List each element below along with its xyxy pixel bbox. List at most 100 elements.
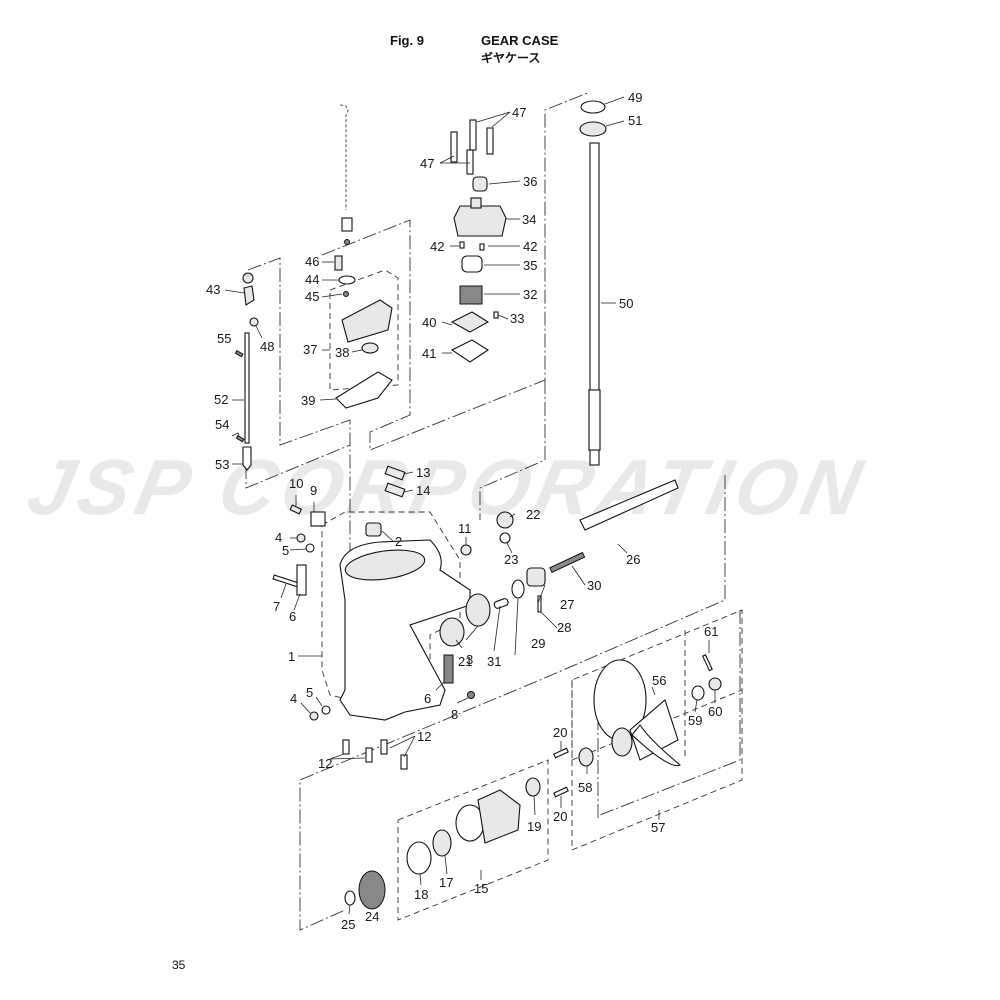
washer-45-part (343, 291, 349, 297)
callout-27: 27 (560, 597, 574, 612)
propshaft-boundary (299, 475, 726, 931)
callout-60: 60 (708, 704, 722, 719)
callout-61: 61 (704, 624, 718, 639)
coupler-part (341, 217, 353, 232)
callout-29: 29 (531, 636, 545, 651)
pinion-22-part (496, 511, 514, 529)
gear-case-1-part (339, 539, 471, 721)
callout-5: 5 (282, 543, 289, 558)
connector-53-part (242, 446, 252, 471)
callout-22: 22 (526, 507, 540, 522)
callout-46: 46 (305, 254, 319, 269)
pump-boundary (321, 91, 591, 451)
callout-1: 1 (288, 649, 295, 664)
key-13-part (384, 465, 406, 481)
washer-5a-part (305, 543, 315, 553)
callout-54: 54 (215, 417, 229, 432)
shift-rod-boundary (247, 257, 351, 670)
nut-part (242, 272, 254, 284)
housing-37-box (329, 269, 399, 391)
callout-31: 31 (487, 654, 501, 669)
callout-53: 53 (215, 457, 229, 472)
housing-15-part (455, 789, 521, 844)
pump-housing-34-part (453, 205, 507, 237)
page-number: 35 (172, 958, 186, 972)
anode-9-part (310, 511, 326, 527)
callout-39: 39 (301, 393, 315, 408)
plate-40-part (450, 311, 490, 333)
bolt-48-part (249, 317, 259, 327)
gasket-39-part (335, 371, 393, 409)
callout-55: 55 (217, 331, 231, 346)
bearing-17-part (432, 829, 452, 857)
callout-19: 19 (527, 819, 541, 834)
figure-title-japanese: ギヤケース (481, 51, 541, 65)
callout-49: 49 (628, 90, 642, 105)
cover-6a-part (296, 564, 307, 596)
callout-43: 43 (206, 282, 220, 297)
callout-12: 12 (318, 756, 332, 771)
bolt-46-part (334, 255, 343, 271)
callout-30: 30 (587, 578, 601, 593)
nut-23-part (499, 532, 511, 544)
callout-4: 4 (275, 530, 282, 545)
figure-number: Fig. 9 (390, 33, 424, 48)
plug-8-part (467, 691, 475, 699)
callout-17: 17 (439, 875, 453, 890)
callout-15: 15 (474, 881, 488, 896)
callout-34: 34 (522, 212, 536, 227)
gasket-41-part (450, 339, 490, 363)
bush-2-part (365, 522, 382, 537)
callout-47: 47 (420, 156, 434, 171)
plate-44-part (338, 275, 356, 285)
bolts-12-part (342, 739, 408, 770)
callout-33: 33 (510, 311, 524, 326)
callout-32: 32 (523, 287, 537, 302)
key-33-part (493, 311, 499, 319)
bolt-20a-part (553, 747, 569, 759)
callout-47: 47 (512, 105, 526, 120)
cap-36-part (472, 176, 488, 192)
callout-14: 14 (416, 483, 430, 498)
callout-50: 50 (619, 296, 633, 311)
callout-24: 24 (365, 909, 379, 924)
propeller-56-part (593, 659, 681, 767)
housing-37-part (341, 299, 393, 343)
callout-41: 41 (422, 346, 436, 361)
bolt-4b-part (309, 711, 319, 721)
drive-shaft-50-part (589, 142, 600, 466)
callout-25: 25 (341, 917, 355, 932)
assembly-57-box (571, 680, 743, 851)
callout-40: 40 (422, 315, 436, 330)
driveshaft-boundary (479, 380, 546, 520)
callout-8: 8 (451, 707, 458, 722)
lever-43-part (243, 285, 255, 306)
shift-rod-boundary-lower (245, 444, 351, 489)
gearcase-box (321, 511, 461, 713)
callout-11: 11 (458, 521, 472, 536)
callout-48: 48 (260, 339, 274, 354)
spacer-58-part (578, 747, 594, 767)
leader-lines (224, 96, 716, 915)
ring-29-part (511, 579, 525, 599)
pin-42a-part (459, 241, 465, 249)
callout-35: 35 (523, 258, 537, 273)
callout-52: 52 (214, 392, 228, 407)
callout-56: 56 (652, 673, 666, 688)
pin-54-part (235, 434, 245, 443)
callout-2: 2 (395, 534, 402, 549)
callout-45: 45 (305, 289, 319, 304)
washer-5b-part (321, 705, 331, 715)
bearing-3-part (439, 617, 465, 647)
insert-35-part (461, 255, 483, 273)
callout-3: 3 (466, 652, 473, 667)
cable-part (339, 104, 349, 210)
callout-58: 58 (578, 780, 592, 795)
shim-25-part (344, 890, 356, 906)
pin-31-part (493, 598, 509, 609)
seal-19-part (525, 777, 541, 797)
clutch-27-part (526, 567, 546, 587)
callout-5: 5 (306, 685, 313, 700)
impeller-32-part (459, 285, 483, 305)
